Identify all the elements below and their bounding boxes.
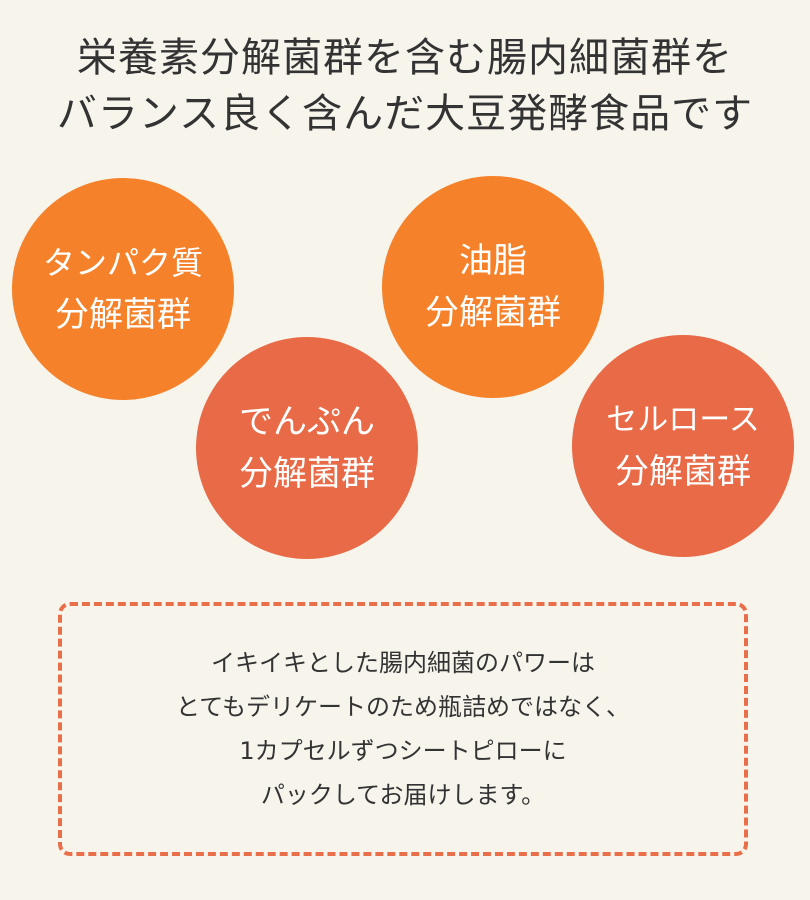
note-line-2: とてもデリケートのため瓶詰めではなく、 (175, 693, 631, 721)
packaging-note-box: イキイキとした腸内細菌のパワーは とてもデリケートのため瓶詰めではなく、 1カプ… (58, 602, 748, 856)
main-heading: 栄養素分解菌群を含む腸内細菌群を バランス良く含んだ大豆発酵食品です (0, 30, 810, 142)
circle-label-line-1: セルロース (606, 402, 760, 438)
circle-label-line-2: 分解菌群 (615, 452, 751, 492)
cellulose-bacteria-circle: セルロース 分解菌群 (572, 335, 794, 557)
starch-bacteria-circle: でんぷん 分解菌群 (196, 337, 418, 559)
circle-label-line-2: 分解菌群 (239, 454, 375, 494)
circle-label-line-2: 分解菌群 (55, 295, 191, 335)
note-line-3: 1カプセルずつシートピローに (239, 737, 567, 765)
heading-line-1: 栄養素分解菌群を含む腸内細菌群を (77, 35, 733, 81)
note-line-1: イキイキとした腸内細菌のパワーは (211, 649, 595, 677)
protein-bacteria-circle: タンパク質 分解菌群 (12, 178, 234, 400)
note-line-4: パックしてお届けします。 (260, 781, 546, 809)
circle-label-line-1: でんぷん (239, 402, 375, 442)
circle-label-line-1: タンパク質 (42, 244, 203, 282)
fat-bacteria-circle: 油脂 分解菌群 (382, 176, 604, 398)
heading-line-2: バランス良く含んだ大豆発酵食品です (56, 91, 754, 137)
circle-label-line-2: 分解菌群 (425, 293, 561, 333)
circle-label-line-1: 油脂 (459, 241, 527, 281)
